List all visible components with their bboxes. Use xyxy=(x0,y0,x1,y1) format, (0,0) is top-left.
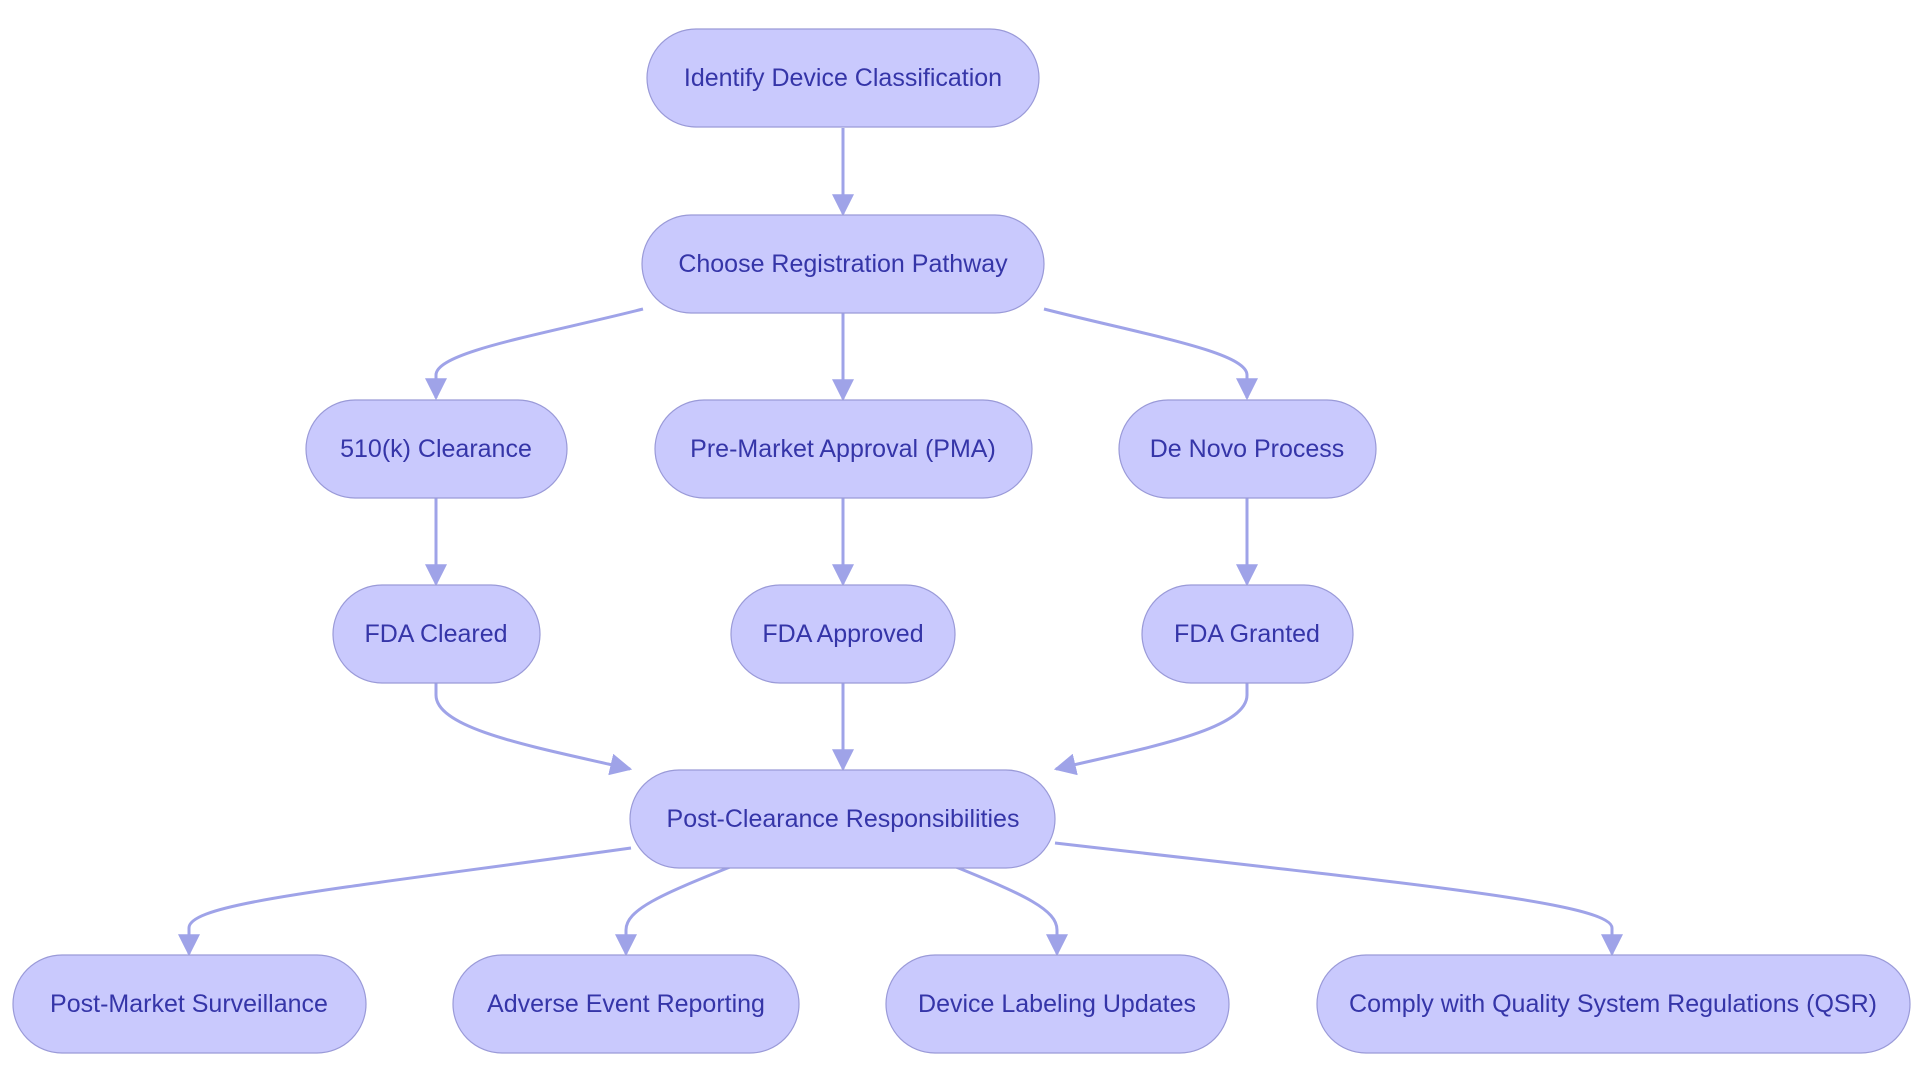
node-device-labeling-updates: Device Labeling Updates xyxy=(885,954,1230,1054)
node-adverse-event-reporting: Adverse Event Reporting xyxy=(452,954,800,1054)
node-label: 510(k) Clearance xyxy=(340,435,532,463)
node-label: Post-Market Surveillance xyxy=(50,990,328,1018)
node-label: Identify Device Classification xyxy=(684,64,1002,92)
edge-choose-to-denovo xyxy=(1043,307,1258,401)
node-label: Pre-Market Approval (PMA) xyxy=(690,435,996,463)
edge-post-to-qsr xyxy=(1054,841,1623,957)
node-label: Comply with Quality System Regulations (… xyxy=(1349,990,1877,1018)
edges xyxy=(178,128,1623,957)
edge-post-to-adverse xyxy=(615,865,731,957)
node-post-market-surveillance: Post-Market Surveillance xyxy=(12,954,367,1054)
edge-granted-to-post xyxy=(1053,683,1249,776)
node-label: Adverse Event Reporting xyxy=(487,990,765,1018)
node-fda-approved: FDA Approved xyxy=(730,584,956,684)
edge-choose-to-510k xyxy=(425,307,644,401)
edge-post-to-surveillance xyxy=(178,846,632,957)
edge-cleared-to-post xyxy=(434,683,633,776)
node-label: FDA Cleared xyxy=(364,620,507,648)
node-label: Post-Clearance Responsibilities xyxy=(667,805,1020,833)
edge-post-to-labeling xyxy=(955,865,1068,957)
node-identify-device-classification: Identify Device Classification xyxy=(646,28,1040,128)
node-pre-market-approval: Pre-Market Approval (PMA) xyxy=(654,399,1033,499)
node-label: Device Labeling Updates xyxy=(918,990,1196,1018)
node-label: Choose Registration Pathway xyxy=(678,250,1008,278)
node-fda-granted: FDA Granted xyxy=(1141,584,1354,684)
node-label: FDA Approved xyxy=(762,620,923,648)
node-label: De Novo Process xyxy=(1150,435,1345,463)
node-fda-cleared: FDA Cleared xyxy=(332,584,541,684)
node-510k-clearance: 510(k) Clearance xyxy=(305,399,568,499)
node-comply-with-qsr: Comply with Quality System Regulations (… xyxy=(1316,954,1911,1054)
node-de-novo-process: De Novo Process xyxy=(1118,399,1377,499)
node-choose-registration-pathway: Choose Registration Pathway xyxy=(641,214,1045,314)
node-post-clearance-responsibilities: Post-Clearance Responsibilities xyxy=(629,769,1056,869)
node-label: FDA Granted xyxy=(1174,620,1320,648)
